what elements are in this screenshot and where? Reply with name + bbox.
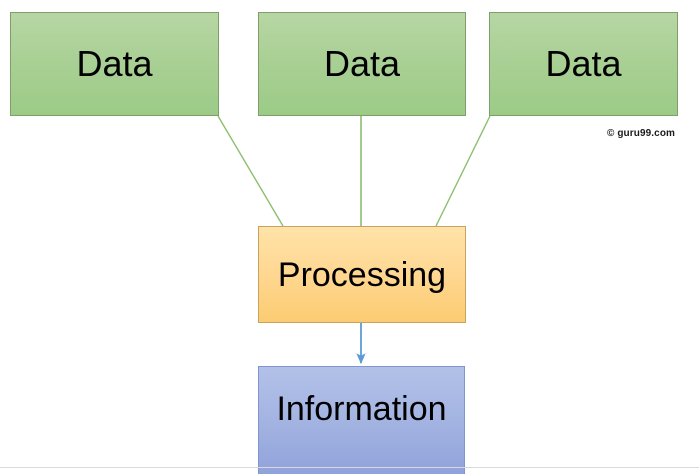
node-processing-label: Processing	[277, 255, 447, 294]
watermark-guru99: © guru99.com	[607, 128, 676, 139]
node-data-2-label: Data	[323, 43, 401, 84]
bottom-divider	[0, 467, 699, 468]
connector-data-3-to-processing	[435, 115, 491, 227]
node-data-3-label: Data	[545, 43, 622, 84]
node-data-2[interactable]: Data	[258, 12, 466, 116]
node-information[interactable]: Information	[258, 366, 465, 474]
node-information-label: Information	[276, 390, 447, 428]
connector-data-1-to-processing	[217, 115, 284, 227]
node-processing[interactable]: Processing	[258, 226, 466, 323]
node-data-3[interactable]: Data	[489, 12, 678, 116]
node-data-1-label: Data	[76, 43, 153, 84]
node-data-1[interactable]: Data	[10, 12, 219, 116]
